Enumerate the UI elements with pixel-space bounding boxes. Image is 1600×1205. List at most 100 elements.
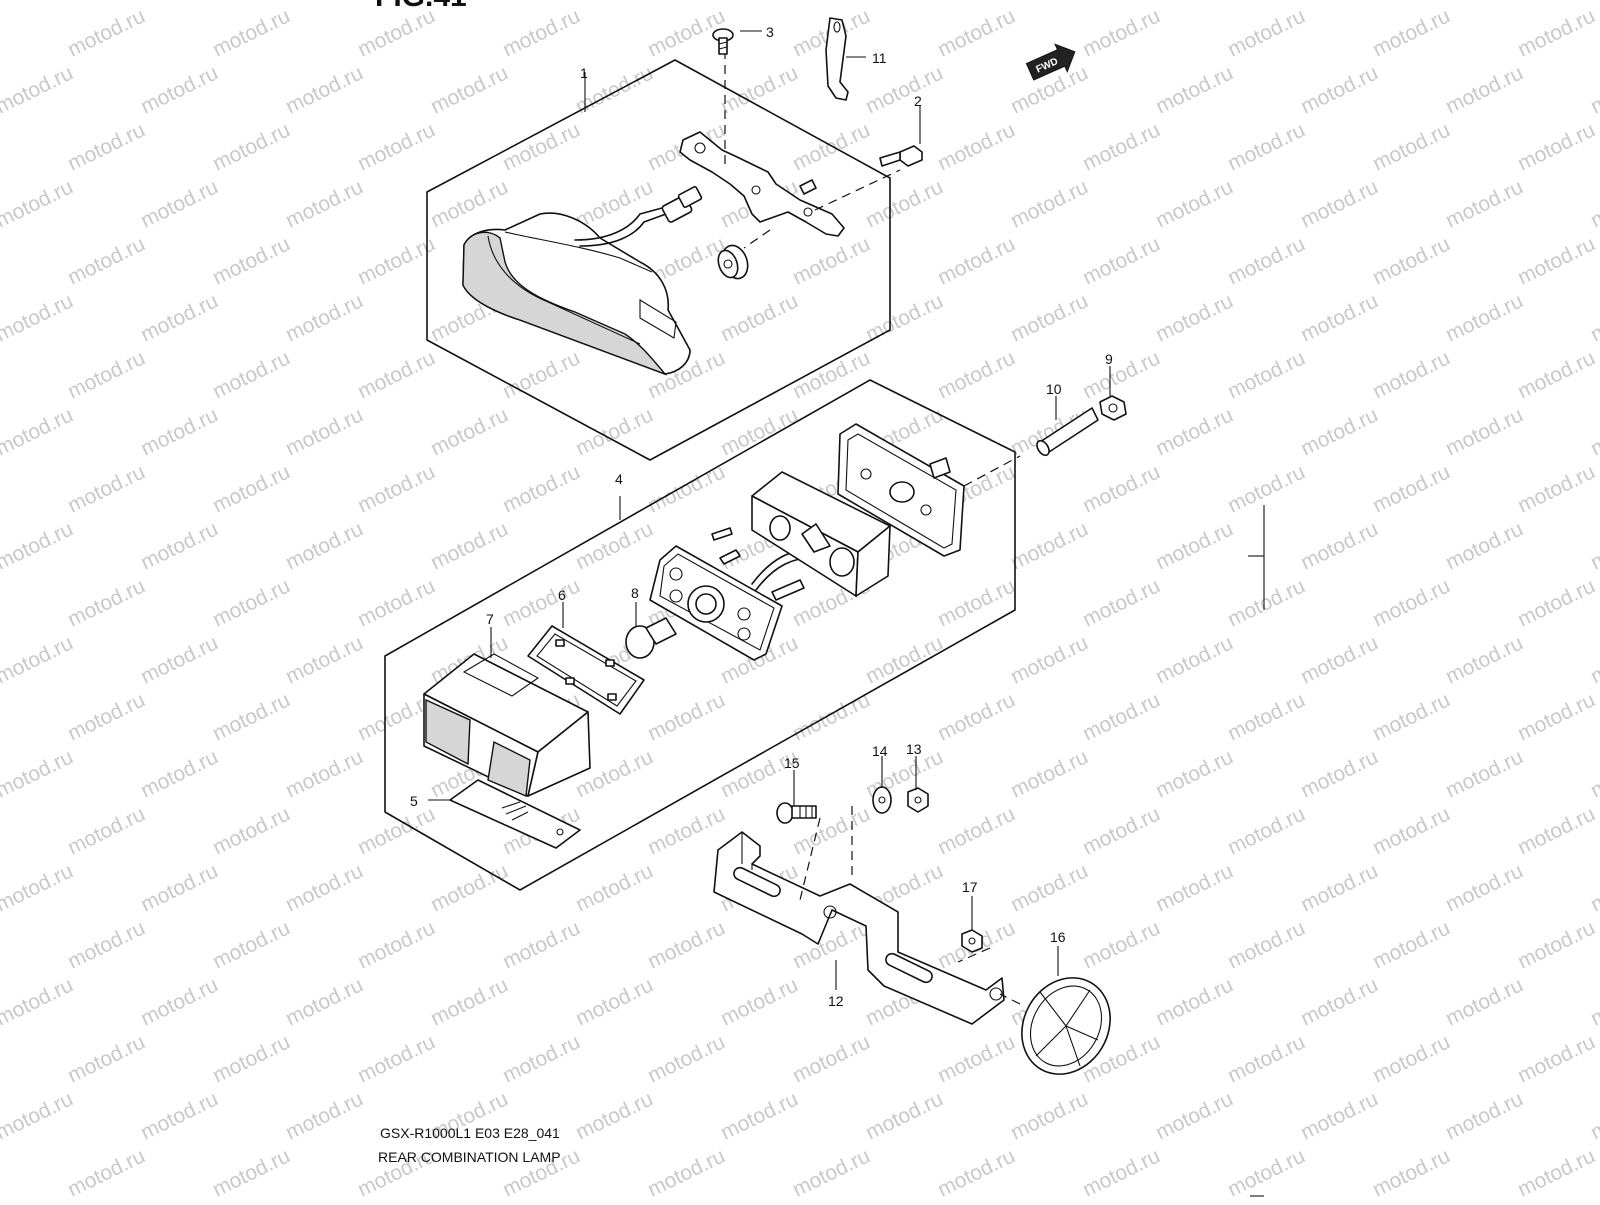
- watermark-text: motod.ru: [1297, 631, 1382, 688]
- watermark-text: motod.ru: [282, 175, 367, 232]
- watermark-text: motod.ru: [282, 745, 367, 802]
- watermark-text: motod.ru: [0, 175, 77, 232]
- callout-3: 3: [766, 24, 774, 40]
- watermark-text: motod.ru: [499, 460, 584, 517]
- watermark-text: motod.ru: [1079, 688, 1164, 745]
- watermark-text: motod.ru: [1152, 61, 1237, 118]
- watermark-text: motod.ru: [1587, 289, 1600, 346]
- watermark-text: motod.ru: [1297, 175, 1382, 232]
- watermark-text: motod.ru: [137, 973, 222, 1030]
- watermark-text: motod.ru: [572, 403, 657, 460]
- watermark-text: motod.ru: [1152, 0, 1237, 4]
- part-9-nut: [1099, 395, 1127, 421]
- watermark-text: motod.ru: [137, 175, 222, 232]
- watermark-text: motod.ru: [1152, 631, 1237, 688]
- lamp-block-part: [751, 471, 891, 597]
- callout-13: 13: [906, 741, 922, 757]
- watermark-text: motod.ru: [499, 1030, 584, 1087]
- watermark-text: motod.ru: [1369, 1030, 1454, 1087]
- watermark-text: motod.ru: [1297, 973, 1382, 1030]
- watermark-text: motod.ru: [427, 403, 512, 460]
- watermark-text: motod.ru: [1442, 175, 1527, 232]
- watermark-text: motod.ru: [1297, 859, 1382, 916]
- fwd-arrow-icon: FWD: [1025, 43, 1076, 81]
- watermark-text: motod.ru: [0, 745, 77, 802]
- part-13-nut: [907, 787, 929, 813]
- watermark-text: motod.ru: [209, 802, 294, 859]
- watermark-text: motod.ru: [1369, 802, 1454, 859]
- callout-9: 9: [1105, 351, 1113, 367]
- part-3-screw: [712, 28, 734, 55]
- part-16-reflector: [1021, 977, 1111, 1075]
- watermark-text: motod.ru: [354, 916, 439, 973]
- watermark-text: motod.ru: [1442, 745, 1527, 802]
- watermark-text: motod.ru: [209, 1144, 294, 1200]
- watermark-text: motod.ru: [0, 289, 77, 346]
- watermark-text: motod.ru: [64, 4, 149, 61]
- watermark-text: motod.ru: [644, 802, 729, 859]
- watermark-text: motod.ru: [717, 1087, 802, 1144]
- leader-lines: [428, 30, 1111, 990]
- watermark-text: motod.ru: [354, 802, 439, 859]
- part-14-washer: [872, 786, 892, 814]
- watermark-text: motod.ru: [0, 631, 77, 688]
- watermark-text: motod.ru: [0, 61, 77, 118]
- lamp-plate-part: [837, 423, 965, 557]
- watermark-text: motod.ru: [64, 688, 149, 745]
- watermark-text: motod.ru: [209, 460, 294, 517]
- watermark-text: motod.ru: [1514, 1144, 1599, 1200]
- watermark-text: motod.ru: [1007, 859, 1092, 916]
- watermark-text: motod.ru: [1587, 631, 1600, 688]
- watermark-text: motod.ru: [427, 175, 512, 232]
- watermark-text: motod.ru: [1587, 973, 1600, 1030]
- part-10-spacer: [1036, 407, 1099, 457]
- watermark-text: motod.ru: [644, 1030, 729, 1087]
- part-15-bolt: [776, 802, 817, 824]
- watermark-text: motod.ru: [862, 61, 947, 118]
- watermark-text: motod.ru: [1514, 4, 1599, 61]
- watermark-text: motod.ru: [499, 346, 584, 403]
- watermark-text: motod.ru: [1079, 574, 1164, 631]
- watermark-text: motod.ru: [1152, 859, 1237, 916]
- watermark-text: motod.ru: [1007, 175, 1092, 232]
- watermark-text: motod.ru: [0, 859, 77, 916]
- grommet-part: [717, 244, 749, 280]
- watermark-text: motod.ru: [1297, 403, 1382, 460]
- watermark-text: motod.ru: [1442, 289, 1527, 346]
- watermark-text: motod.ru: [1514, 346, 1599, 403]
- callout-6: 6: [558, 587, 566, 603]
- watermark-text: motod.ru: [1587, 517, 1600, 574]
- callout-17: 17: [962, 879, 978, 895]
- watermark-text: motod.ru: [354, 346, 439, 403]
- watermark-text: motod.ru: [1442, 1087, 1527, 1144]
- assembly-box-4: [384, 379, 1016, 891]
- callout-4: 4: [615, 471, 623, 487]
- watermark-text: motod.ru: [1514, 574, 1599, 631]
- watermark-text: motod.ru: [64, 460, 149, 517]
- watermark-text: motod.ru: [1079, 1144, 1164, 1200]
- watermark-text: motod.ru: [789, 346, 874, 403]
- watermark-text: motod.ru: [1369, 232, 1454, 289]
- watermark-text: motod.ru: [1224, 460, 1309, 517]
- watermark-text: motod.ru: [1224, 1030, 1309, 1087]
- watermark-text: motod.ru: [1442, 859, 1527, 916]
- watermark-text: motod.ru: [644, 916, 729, 973]
- watermark-text: motod.ru: [1007, 289, 1092, 346]
- watermark-text: motod.ru: [64, 1144, 149, 1200]
- watermark-text: motod.ru: [1007, 1087, 1092, 1144]
- watermark-text: motod.ru: [1514, 1030, 1599, 1087]
- callout-12: 12: [828, 993, 844, 1009]
- watermark-text: motod.ru: [0, 973, 77, 1030]
- watermark-text: motod.ru: [1152, 175, 1237, 232]
- watermark-text: motod.ru: [1152, 403, 1237, 460]
- watermark-text: motod.ru: [934, 1144, 1019, 1200]
- watermark-text: motod.ru: [572, 0, 657, 4]
- watermark-text: motod.ru: [0, 0, 77, 4]
- watermark-text: motod.ru: [137, 61, 222, 118]
- watermark-text: motod.ru: [1442, 403, 1527, 460]
- watermark-text: motod.ru: [209, 688, 294, 745]
- watermark-text: motod.ru: [1369, 460, 1454, 517]
- watermark-text: motod.ru: [1079, 460, 1164, 517]
- watermark-text: motod.ru: [64, 232, 149, 289]
- watermark-text: motod.ru: [1224, 118, 1309, 175]
